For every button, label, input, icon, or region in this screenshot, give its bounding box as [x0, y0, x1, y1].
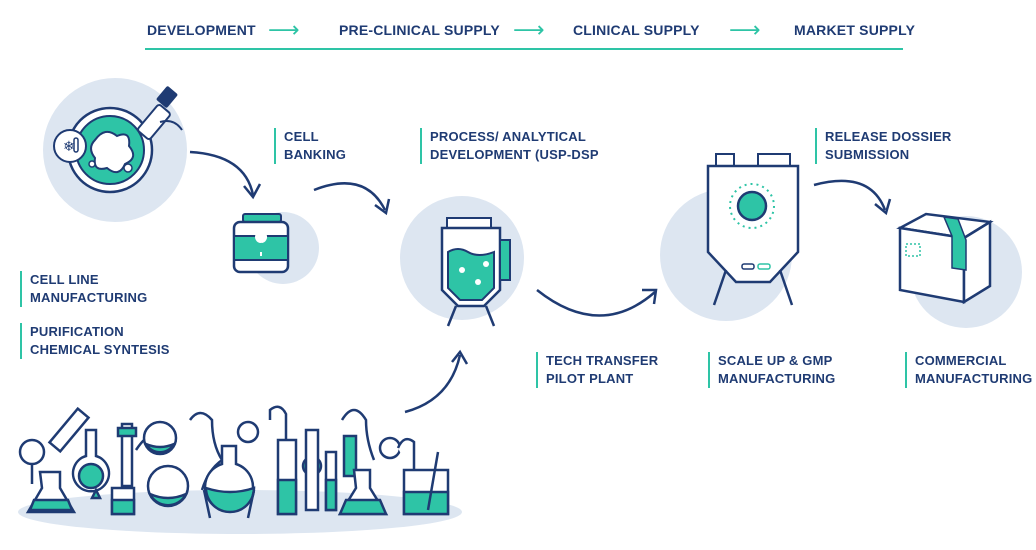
label-line: MANUFACTURING — [718, 371, 836, 386]
nav-step-pre-clinical: PRE-CLINICAL SUPPLY — [339, 22, 500, 38]
label-line: MANUFACTURING — [30, 290, 148, 305]
flow-arrow — [536, 289, 656, 317]
lab-glassware-icon — [18, 405, 450, 519]
label-line: MANUFACTURING — [915, 371, 1033, 386]
nav-arrow-icon: ⟶ — [513, 17, 545, 42]
label-line: DEVELOPMENT (USP-DSP — [430, 147, 599, 162]
flow-arrow — [813, 179, 887, 211]
flow-arrow — [313, 182, 387, 211]
nav-arrow-icon: ⟶ — [268, 17, 300, 42]
flow-arrow — [189, 150, 255, 196]
nav-step-clinical: CLINICAL SUPPLY — [573, 22, 700, 38]
label-line: COMMERCIAL — [915, 353, 1007, 368]
label-tech-transfer: TECH TRANSFER PILOT PLANT — [536, 352, 658, 388]
flow-arrow — [404, 354, 462, 414]
package-box-icon — [896, 212, 994, 305]
svg-text:❄: ❄ — [63, 139, 75, 155]
label-purification: PURIFICATION CHEMICAL SYNTESIS — [20, 323, 170, 359]
label-commercial: COMMERCIAL MANUFACTURING — [905, 352, 1032, 388]
flow-arrow-head — [642, 288, 658, 305]
label-cell-line: CELL LINE MANUFACTURING — [20, 271, 147, 307]
tank-icon — [706, 153, 800, 306]
nav-arrow-icon: ⟶ — [729, 17, 761, 42]
label-line: SCALE UP & GMP — [718, 353, 833, 368]
label-scale-up: SCALE UP & GMP MANUFACTURING — [708, 352, 835, 388]
pipette-icon — [137, 86, 183, 140]
label-line: CHEMICAL SYNTESIS — [30, 342, 170, 357]
label-line: CELL — [284, 129, 319, 144]
petri-dish-icon: ❄ — [53, 106, 154, 194]
label-line: TECH TRANSFER — [546, 353, 659, 368]
label-line: PILOT PLANT — [546, 371, 634, 386]
bioreactor-icon — [440, 217, 511, 327]
flow-arrow-head — [874, 198, 892, 216]
nav-underline — [145, 48, 903, 50]
label-release-dossier: RELEASE DOSSIER SUBMISSION — [815, 128, 952, 164]
nav-step-market: MARKET SUPPLY — [794, 22, 916, 38]
label-line: CELL LINE — [30, 272, 99, 287]
label-line: RELEASE DOSSIER — [825, 129, 952, 144]
flow-arrow-head — [374, 198, 391, 216]
label-line: BANKING — [284, 147, 347, 162]
label-line: PURIFICATION — [30, 324, 124, 339]
flow-arrow-head — [243, 183, 262, 200]
flow-arrow-head — [451, 349, 469, 365]
label-line: PROCESS/ ANALYTICAL — [430, 129, 586, 144]
label-cell-banking: CELL BANKING — [274, 128, 346, 164]
nav-step-development: DEVELOPMENT — [147, 22, 256, 38]
label-line: SUBMISSION — [825, 147, 910, 162]
label-process-development: PROCESS/ ANALYTICAL DEVELOPMENT (USP-DSP — [420, 128, 599, 164]
cell-bank-icon — [232, 213, 290, 274]
